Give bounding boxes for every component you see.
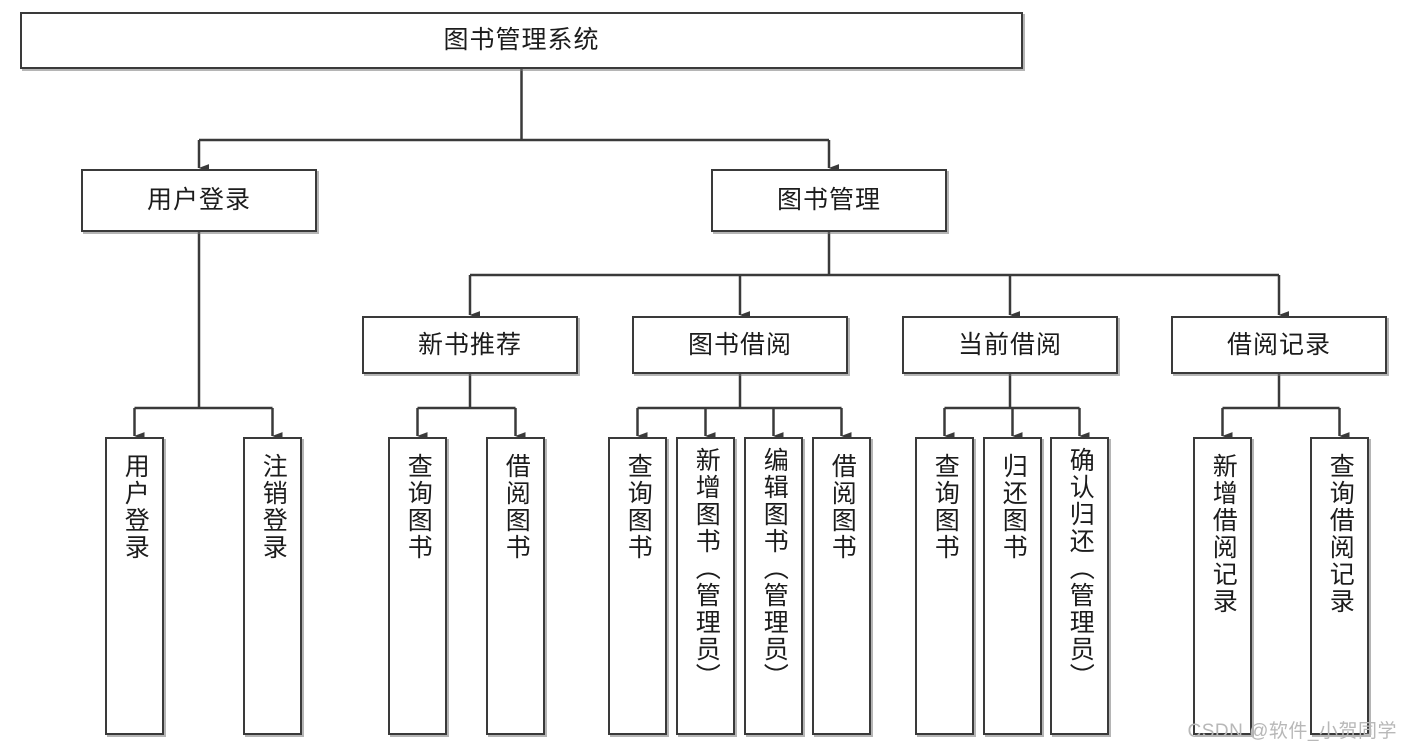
node-label-leaf-borrow-book-2: 借阅图书	[828, 453, 857, 561]
node-label-leaf-query-record: 查询借阅记录	[1326, 453, 1355, 615]
node-leaf-query-book-3[interactable]: 查询图书	[915, 437, 974, 735]
node-label-leaf-logout: 注销登录	[259, 453, 288, 561]
node-leaf-user-login[interactable]: 用户登录	[105, 437, 164, 735]
node-label-leaf-confirm-return: 确认归还（管理员）	[1066, 447, 1095, 690]
node-label-current-borrow: 当前借阅	[957, 330, 1062, 359]
node-leaf-edit-book[interactable]: 编辑图书（管理员）	[744, 437, 803, 735]
node-label-leaf-query-book-1: 查询图书	[404, 453, 433, 561]
node-label-leaf-user-login: 用户登录	[121, 453, 150, 561]
node-leaf-query-book-1[interactable]: 查询图书	[388, 437, 447, 735]
node-label-leaf-query-book-3: 查询图书	[931, 453, 960, 561]
node-leaf-query-record[interactable]: 查询借阅记录	[1310, 437, 1369, 735]
node-label-new-book-rec: 新书推荐	[417, 330, 522, 359]
node-current-borrow[interactable]: 当前借阅	[902, 316, 1118, 374]
node-label-user-login: 用户登录	[146, 186, 251, 214]
node-leaf-add-record[interactable]: 新增借阅记录	[1193, 437, 1252, 735]
node-label-leaf-query-book-2: 查询图书	[624, 453, 653, 561]
node-label-leaf-add-record: 新增借阅记录	[1209, 453, 1238, 615]
node-root[interactable]: 图书管理系统	[20, 12, 1023, 69]
watermark-text: CSDN @软件_小贺同学	[1187, 721, 1397, 742]
node-label-book-manage: 图书管理	[776, 186, 881, 214]
node-leaf-logout[interactable]: 注销登录	[243, 437, 302, 735]
node-label-leaf-add-book: 新增图书（管理员）	[692, 447, 721, 690]
node-label-borrow-record: 借阅记录	[1226, 330, 1331, 359]
node-leaf-add-book[interactable]: 新增图书（管理员）	[676, 437, 735, 735]
node-leaf-confirm-return[interactable]: 确认归还（管理员）	[1050, 437, 1109, 735]
node-label-leaf-borrow-book-1: 借阅图书	[502, 453, 531, 561]
node-book-manage[interactable]: 图书管理	[711, 169, 947, 232]
node-book-borrow[interactable]: 图书借阅	[632, 316, 848, 374]
node-label-root: 图书管理系统	[443, 26, 600, 54]
node-label-leaf-edit-book: 编辑图书（管理员）	[760, 447, 789, 690]
node-label-book-borrow: 图书借阅	[687, 330, 792, 359]
node-leaf-return-book[interactable]: 归还图书	[983, 437, 1042, 735]
node-borrow-record[interactable]: 借阅记录	[1171, 316, 1387, 374]
node-leaf-query-book-2[interactable]: 查询图书	[608, 437, 667, 735]
node-leaf-borrow-book-1[interactable]: 借阅图书	[486, 437, 545, 735]
connector-lines	[133, 69, 1350, 440]
node-user-login[interactable]: 用户登录	[81, 169, 317, 232]
node-label-leaf-return-book: 归还图书	[999, 453, 1028, 561]
node-new-book-rec[interactable]: 新书推荐	[362, 316, 578, 374]
node-leaf-borrow-book-2[interactable]: 借阅图书	[812, 437, 871, 735]
